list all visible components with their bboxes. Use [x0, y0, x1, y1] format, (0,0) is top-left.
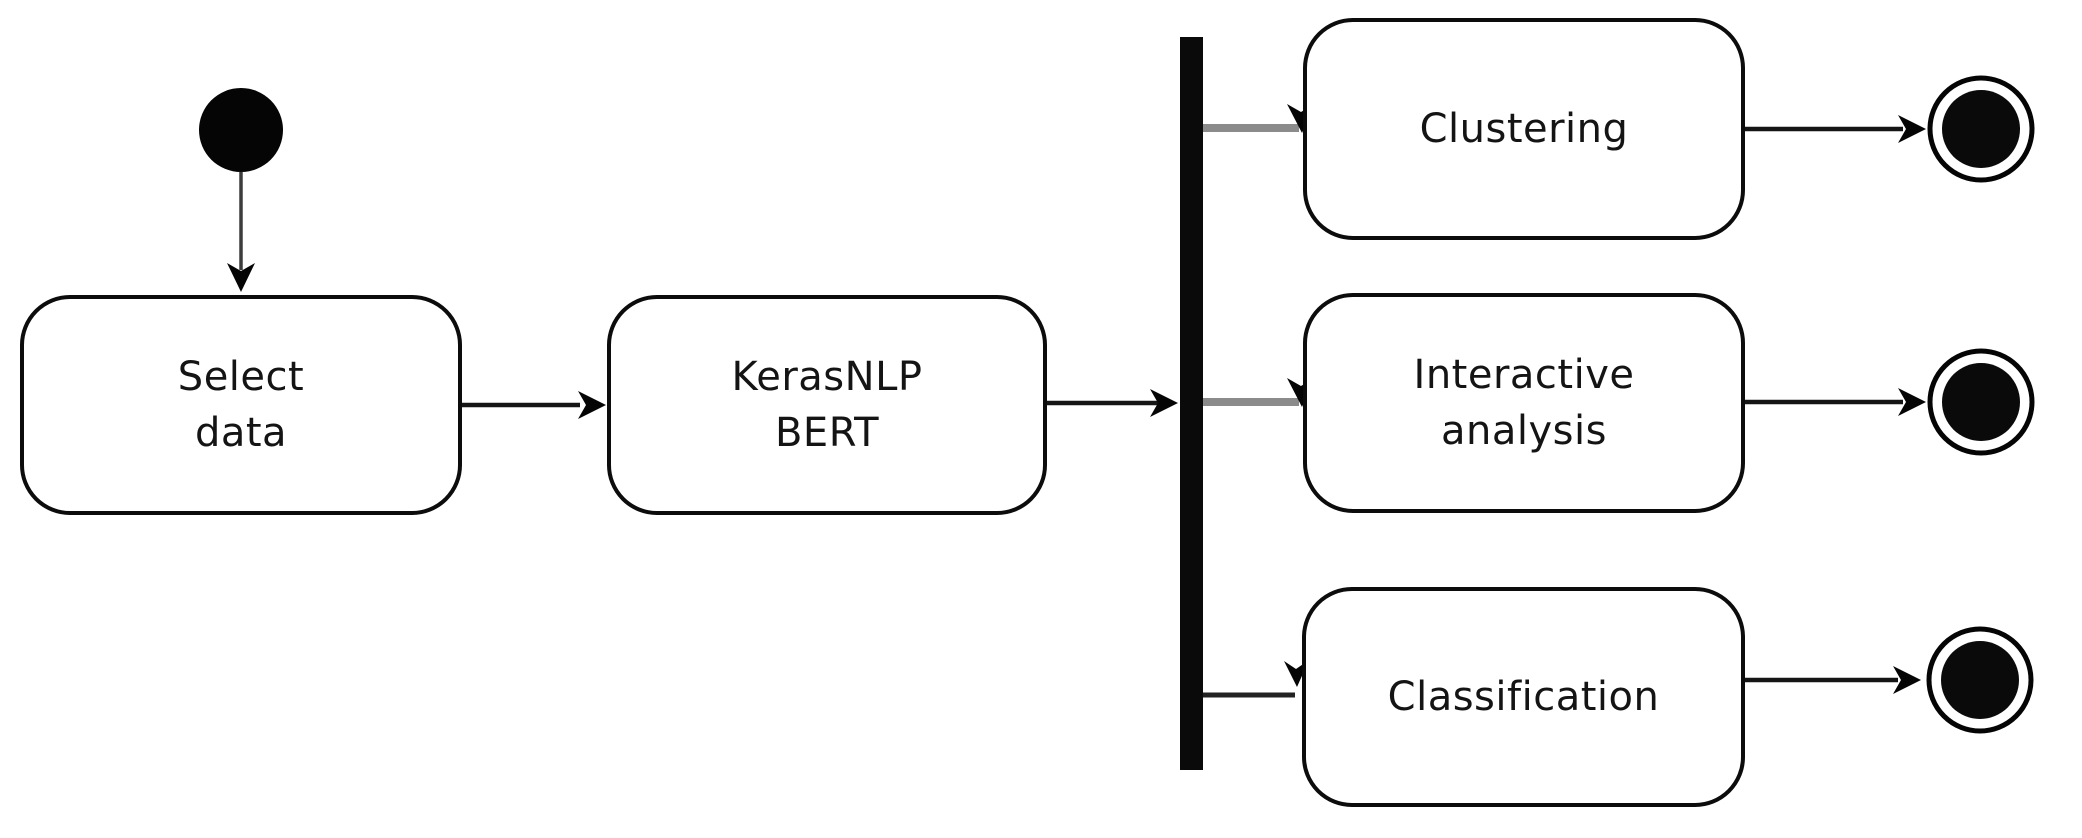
- kerasnlp-bert-label-line1: KerasNLP: [731, 354, 923, 400]
- final-state-node-clustering: [1927, 75, 2035, 183]
- final-state-node-interactive: [1927, 348, 2035, 456]
- edge-classification-to-final: [1743, 666, 1921, 694]
- edge-clustering-to-final: [1745, 115, 1926, 143]
- edge-fork-to-clustering: [1203, 103, 1316, 133]
- clustering-label: Clustering: [1419, 106, 1629, 152]
- classification-node: Classification: [1302, 587, 1745, 807]
- interactive-analysis-label-line2: analysis: [1441, 408, 1607, 454]
- select-data-label-line2: data: [194, 410, 288, 456]
- kerasnlp-bert-node: KerasNLP BERT: [607, 295, 1047, 515]
- fork-bar: [1180, 37, 1203, 770]
- edge-fork-to-classification: [1203, 660, 1309, 698]
- classification-label: Classification: [1387, 674, 1660, 720]
- edge-interactive-analysis-to-final: [1745, 388, 1926, 416]
- final-state-node-classification: [1926, 626, 2034, 734]
- interactive-analysis-node: Interactive analysis: [1303, 293, 1745, 513]
- select-data-label-line1: Select: [177, 354, 305, 400]
- kerasnlp-bert-label-line2: BERT: [774, 410, 880, 456]
- interactive-analysis-label-line1: Interactive: [1413, 352, 1635, 398]
- select-data-node: Select data: [20, 295, 462, 515]
- edge-initial-to-select-data: [227, 172, 255, 292]
- edge-fork-to-interactive-analysis: [1203, 377, 1316, 407]
- initial-state-node: [199, 88, 283, 172]
- edge-kerasnlp-to-fork: [1047, 389, 1178, 417]
- edge-select-data-to-kerasnlp: [460, 391, 606, 419]
- clustering-node: Clustering: [1303, 18, 1745, 240]
